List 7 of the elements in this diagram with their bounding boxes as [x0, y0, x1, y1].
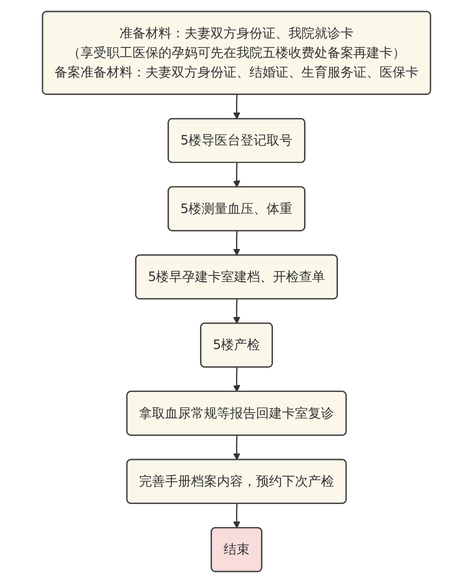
arrow — [233, 436, 240, 460]
arrow — [233, 94, 240, 120]
arrow — [233, 231, 240, 256]
arrow — [233, 299, 240, 324]
arrow — [233, 367, 240, 392]
arrow — [233, 162, 240, 188]
arrow — [233, 504, 240, 528]
